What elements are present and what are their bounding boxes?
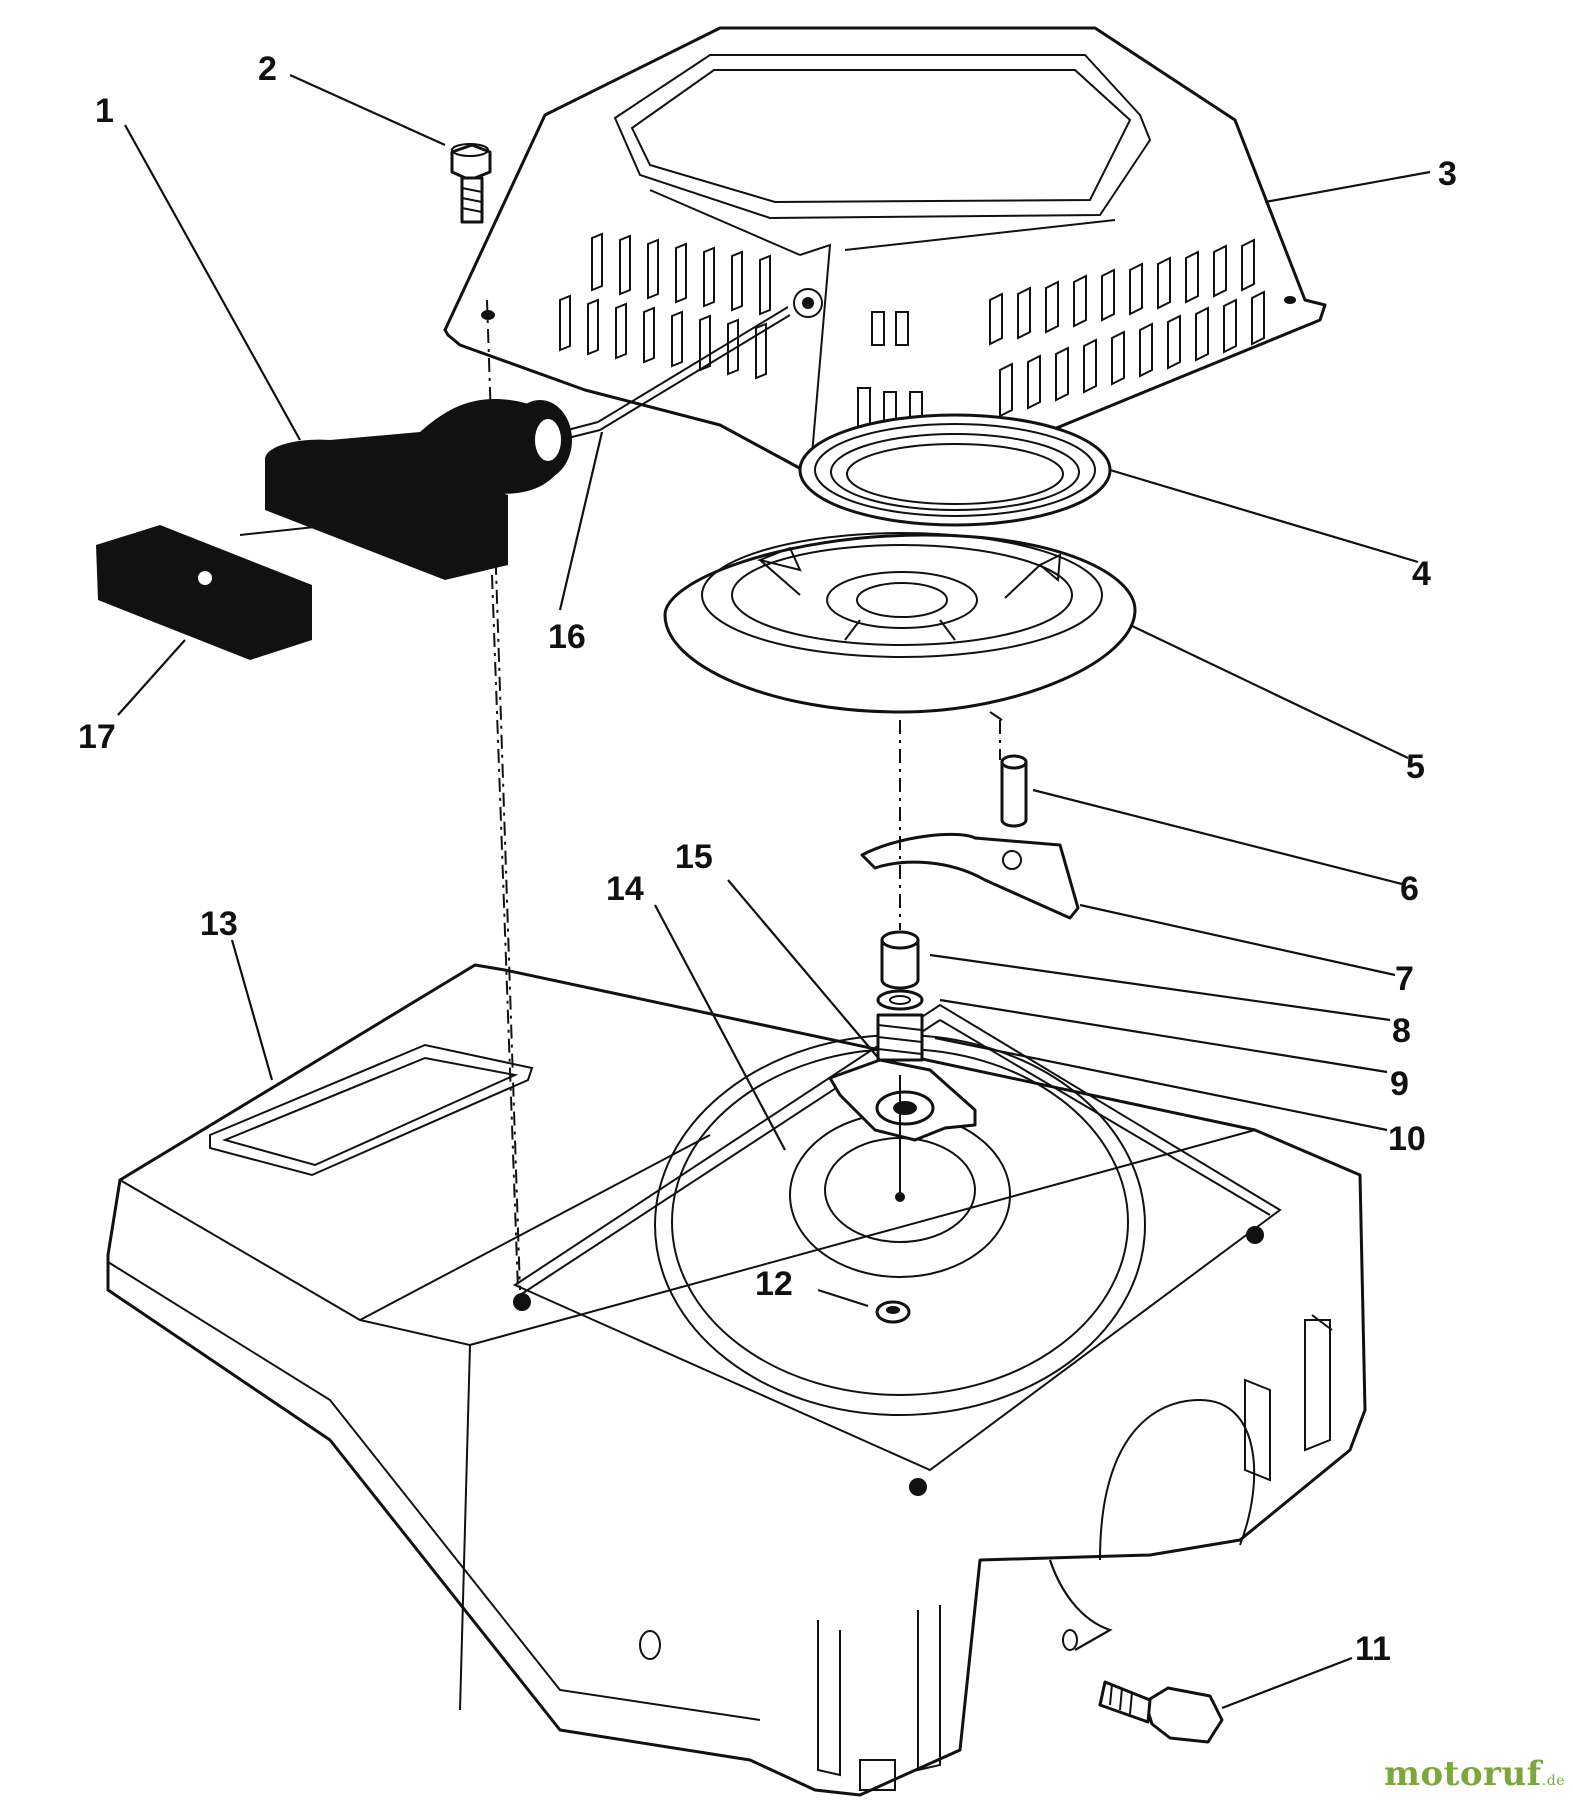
callout-labels: 1 2 3 4 5 6 7 8 9 10 11 12 13 14 15 16 1… [78, 50, 1457, 1668]
brake-spring [876, 1013, 924, 1062]
starter-cover [443, 26, 1327, 492]
callout-17: 17 [78, 718, 116, 756]
watermark-brand: motoruf [1384, 1754, 1542, 1794]
leader-8 [929, 953, 1391, 1022]
leader-lines [117, 73, 1431, 1710]
engine-shroud [106, 963, 1367, 1797]
callout-6: 6 [1400, 870, 1419, 908]
callout-16: 16 [548, 618, 586, 656]
leader-10 [934, 1036, 1388, 1132]
callout-4: 4 [1412, 555, 1431, 593]
callout-1: 1 [95, 92, 114, 130]
leader-6 [1032, 788, 1403, 886]
washer [876, 989, 924, 1011]
recoil-spring-rope [798, 413, 1112, 527]
pawl [860, 832, 1080, 920]
leader-11-b [1048, 1559, 1113, 1651]
callout-8: 8 [1392, 1012, 1411, 1050]
leader-17 [117, 639, 186, 716]
callout-5: 5 [1406, 748, 1425, 786]
cover-right-vents [989, 238, 1265, 418]
callout-13: 13 [200, 905, 238, 943]
leader-1 [124, 124, 301, 441]
retainer-screw [880, 930, 920, 990]
screw-12 [875, 1300, 911, 1324]
callout-3: 3 [1438, 155, 1457, 193]
leader-2 [289, 73, 446, 147]
pin [1000, 754, 1028, 828]
callout-2: 2 [258, 50, 277, 88]
leader-3 [1264, 170, 1431, 204]
cover-bolt [450, 143, 492, 224]
callout-7: 7 [1395, 960, 1414, 998]
callout-9: 9 [1390, 1065, 1409, 1103]
watermark-logo: motoruf.de [1384, 1754, 1565, 1794]
callout-15: 15 [675, 838, 713, 876]
handle-insert [96, 519, 381, 660]
leader-15 [727, 879, 881, 1061]
friction-plate [828, 1058, 977, 1142]
callout-10: 10 [1388, 1120, 1426, 1158]
callout-12: 12 [755, 1265, 793, 1303]
leader-11 [1221, 1656, 1353, 1710]
leader-5 [1129, 624, 1409, 759]
leader-16 [558, 431, 604, 611]
shroud-screw [1098, 1680, 1224, 1744]
pulley [663, 532, 1137, 714]
leader-4 [1109, 468, 1419, 564]
cover-left-vents [559, 232, 771, 380]
leader-13 [230, 939, 274, 1081]
watermark-domain: .de [1541, 1773, 1565, 1789]
leader-7 [1079, 903, 1396, 977]
leader-12 [817, 1288, 869, 1308]
callout-14: 14 [606, 870, 644, 908]
starter-handle [265, 399, 572, 580]
leader-14 [654, 904, 786, 1151]
leader-9 [939, 998, 1388, 1074]
callout-11: 11 [1355, 1630, 1391, 1668]
